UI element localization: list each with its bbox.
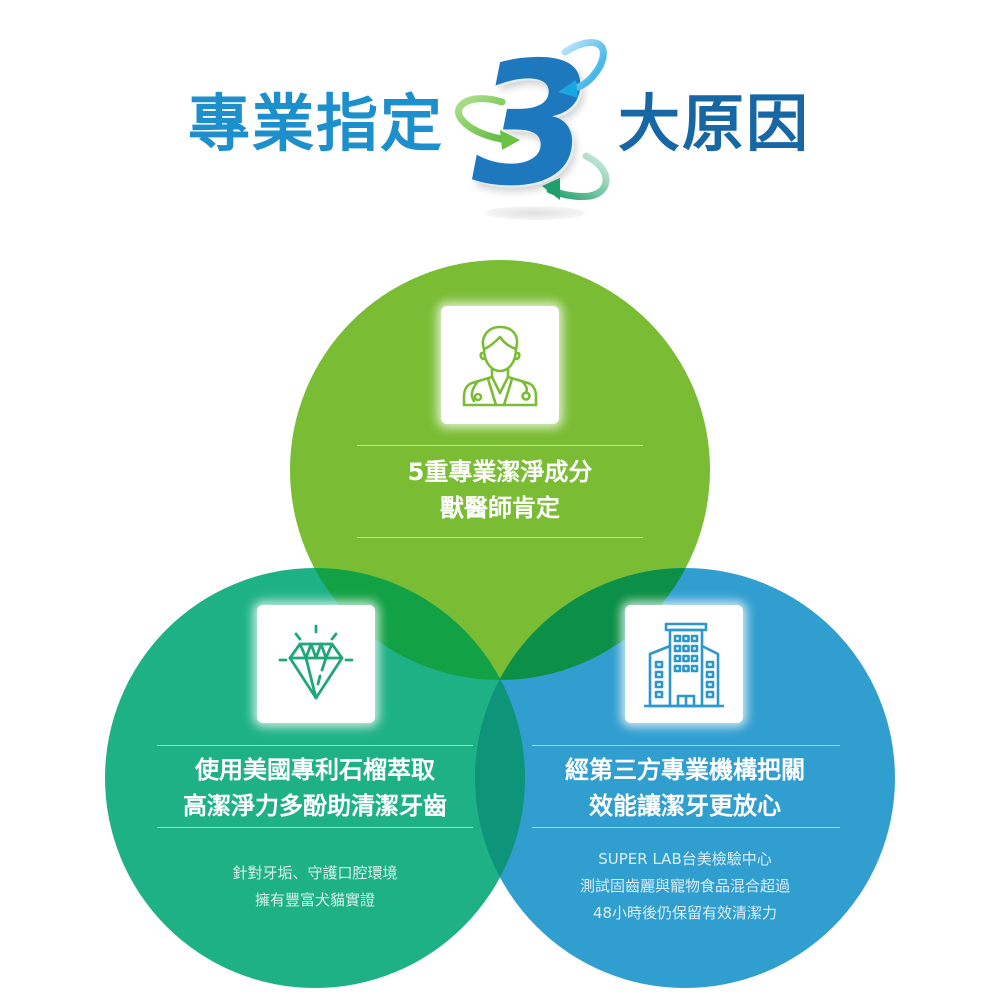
headline-line: 經第三方專業機構把關 <box>565 756 805 784</box>
green-arrow-icon <box>455 95 520 150</box>
detail-line: SUPER LAB台美檢驗中心 <box>598 850 772 868</box>
detail-line: 測試固齒麗與寵物食品混合超過 <box>579 877 790 895</box>
reason-right-details: SUPER LAB台美檢驗中心 測試固齒麗與寵物食品混合超過 48小時後仍保留有… <box>510 846 860 927</box>
divider <box>357 537 643 538</box>
circle-top <box>290 260 710 680</box>
reason-left-headline: 使用美國專利石榴萃取 高潔淨力多酚助清潔牙齒 <box>140 752 490 824</box>
teal-arrow-icon <box>542 152 610 200</box>
reason-top-headline: 5重專業潔淨成分 獸醫師肯定 <box>300 454 700 526</box>
circle-right <box>475 568 895 988</box>
divider <box>157 745 473 746</box>
divider <box>357 445 643 446</box>
title-right: 大原因 <box>618 87 811 160</box>
detail-line: 針對牙垢、守護口腔環境 <box>232 864 398 882</box>
detail-line: 48小時後仍保留有效清潔力 <box>592 904 778 922</box>
reason-right-headline: 經第三方專業機構把關 效能讓潔牙更放心 <box>510 752 860 824</box>
number-shadow <box>485 206 585 220</box>
circle-left <box>105 568 525 988</box>
headline-line: 獸醫師肯定 <box>440 494 560 522</box>
diamond-icon <box>278 624 354 700</box>
reason-left-details: 針對牙垢、守護口腔環境 擁有豐富犬貓實證 <box>140 860 490 914</box>
number-three: 3 <box>472 26 591 224</box>
headline-line: 5重專業潔淨成分 <box>407 458 593 486</box>
title-left: 專業指定 <box>188 87 445 160</box>
divider <box>532 827 840 828</box>
veterinarian-icon <box>462 325 538 407</box>
building-icon <box>644 622 724 708</box>
building-icon-box <box>625 605 743 723</box>
divider <box>532 745 840 746</box>
headline-line: 效能讓潔牙更放心 <box>589 792 781 820</box>
detail-line: 擁有豐富犬貓實證 <box>254 891 375 909</box>
number-three-graphic: 3 <box>440 30 620 226</box>
veterinarian-icon-box <box>441 306 559 424</box>
headline-line: 使用美國專利石榴萃取 <box>195 756 435 784</box>
divider <box>157 827 473 828</box>
diamond-icon-box <box>257 605 375 723</box>
blue-arrow-icon <box>558 39 607 98</box>
headline-line: 高潔淨力多酚助清潔牙齒 <box>183 792 447 820</box>
